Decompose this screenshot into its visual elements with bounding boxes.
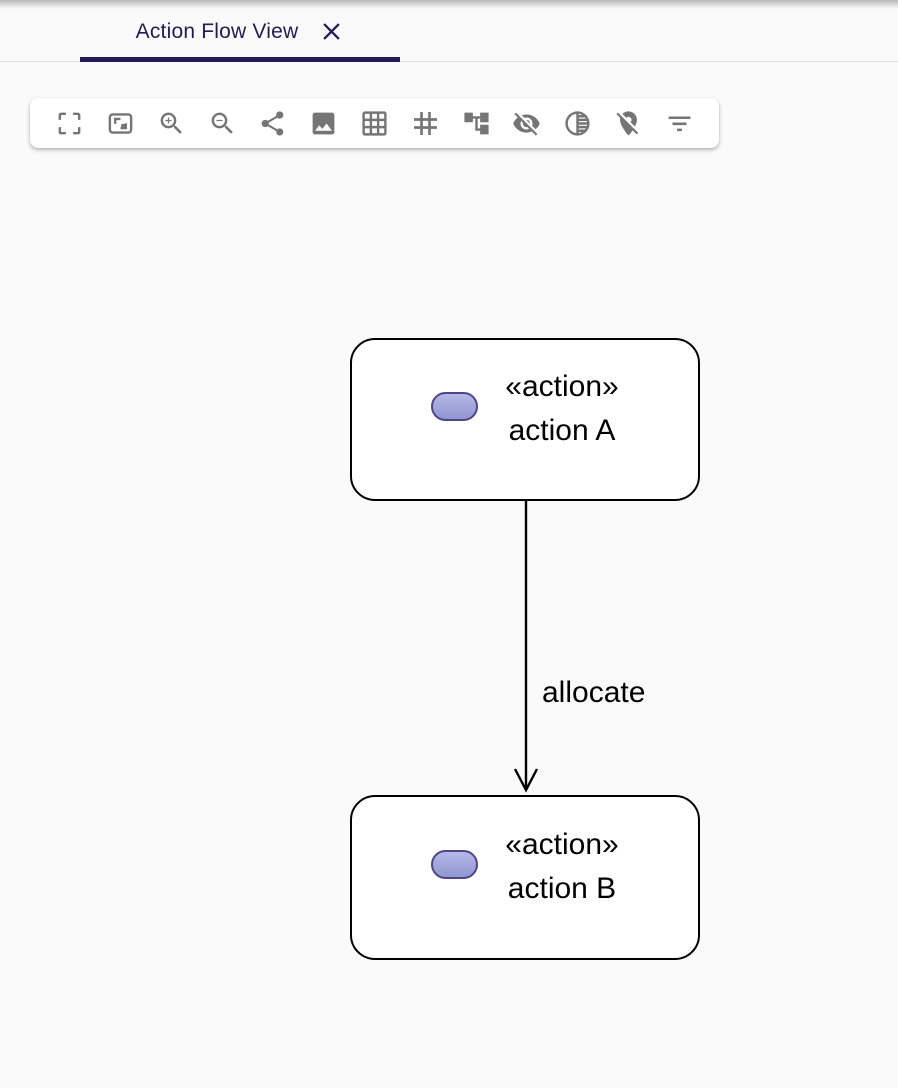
grid-icon: [362, 110, 387, 136]
snap-helper-lines-icon: [413, 111, 437, 135]
filter-elements-icon: [668, 115, 691, 131]
edge-label[interactable]: allocate: [542, 676, 646, 709]
node-text: «action» action A: [505, 365, 618, 453]
node-name: action A: [508, 413, 616, 447]
node-text: «action» action B: [505, 823, 618, 911]
node-action-b[interactable]: «action» action B: [350, 795, 700, 960]
node-action-a[interactable]: «action» action A: [350, 338, 700, 501]
export-image-icon: [312, 112, 335, 134]
tab-bar: Action Flow View: [0, 0, 898, 62]
zoom-in-icon: [160, 112, 182, 134]
arrange-all-button[interactable]: [459, 106, 493, 140]
action-pill-icon: [431, 850, 479, 879]
fit-to-screen-button[interactable]: [104, 106, 138, 140]
arrowhead-icon: [513, 768, 539, 793]
zoom-out-button[interactable]: [205, 106, 239, 140]
tab-action-flow-view[interactable]: Action Flow View: [80, 0, 400, 62]
fit-to-screen-icon: [108, 112, 133, 134]
tab-label: Action Flow View: [135, 20, 299, 43]
reveal-hidden-elements-icon: [513, 112, 541, 136]
reveal-faded-elements-icon: [565, 110, 590, 136]
filter-elements-button[interactable]: [662, 106, 696, 140]
reveal-hidden-elements-button[interactable]: [510, 106, 544, 140]
diagram-canvas[interactable]: allocate «action» action A «action» acti…: [0, 63, 898, 1088]
share-icon: [262, 110, 284, 135]
fullscreen-button[interactable]: [53, 106, 87, 140]
unpin-all-elements-button[interactable]: [611, 106, 645, 140]
snap-helper-lines-button[interactable]: [408, 106, 442, 140]
node-stereotype: «action»: [505, 827, 619, 861]
unpin-all-elements-icon: [616, 110, 639, 136]
node-stereotype: «action»: [505, 369, 619, 403]
fullscreen-icon: [58, 112, 81, 134]
grid-button[interactable]: [357, 106, 391, 140]
diagram-toolbar: [30, 98, 719, 148]
reveal-faded-elements-button[interactable]: [561, 106, 595, 140]
share-button[interactable]: [256, 106, 290, 140]
action-pill-icon: [431, 392, 479, 421]
edge-allocate[interactable]: [0, 63, 898, 1088]
node-name: action B: [507, 871, 617, 905]
zoom-in-button[interactable]: [154, 106, 188, 140]
zoom-out-icon: [211, 112, 233, 134]
export-image-button[interactable]: [307, 106, 341, 140]
active-tab-indicator: [80, 57, 400, 62]
arrange-all-icon: [463, 112, 489, 134]
close-icon[interactable]: [319, 19, 344, 44]
